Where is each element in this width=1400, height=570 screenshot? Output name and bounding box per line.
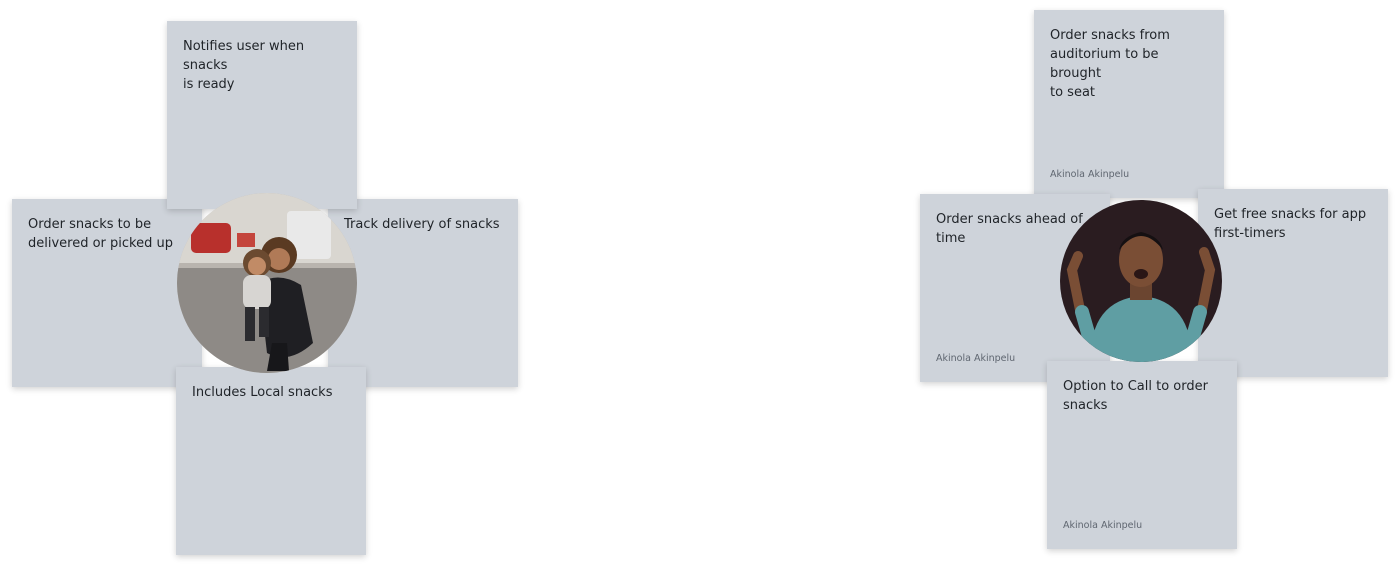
sticky-note-order-from-auditorium[interactable]: Order snacks from auditorium to be broug… [1034,10,1224,198]
sticky-note-free-snacks[interactable]: Get free snacks for app first-timers [1198,189,1388,377]
sticky-note-text: Includes Local snacks [192,385,333,400]
sticky-note-notifies-ready[interactable]: Notifies user when snacks is ready [167,21,357,209]
sticky-note-text: Order snacks to be delivered or picked u… [28,217,173,251]
sticky-note-text: Track delivery of snacks [344,217,500,232]
sticky-note-text: Notifies user when snacks is ready [183,39,305,92]
sticky-note-author: Akinola Akinpelu [1063,520,1143,531]
sticky-note-track-delivery[interactable]: Track delivery of snacks [328,199,518,387]
mother-and-child-photo [177,193,357,373]
sticky-note-text: Order snacks from auditorium to be broug… [1050,28,1170,100]
sticky-note-text: Order snacks ahead of time [936,212,1083,246]
sticky-note-call-to-order[interactable]: Option to Call to order snacks Akinola A… [1047,361,1237,549]
sticky-note-author: Akinola Akinpelu [1050,169,1130,180]
sticky-note-order-delivery[interactable]: Order snacks to be delivered or picked u… [12,199,202,387]
excited-man-photo [1060,200,1222,362]
sticky-note-text: Option to Call to order snacks [1063,379,1208,413]
sticky-note-author: Akinola Akinpelu [936,353,1016,364]
sticky-note-text: Get free snacks for app first-timers [1214,207,1367,241]
sticky-note-local-snacks[interactable]: Includes Local snacks [176,367,366,555]
